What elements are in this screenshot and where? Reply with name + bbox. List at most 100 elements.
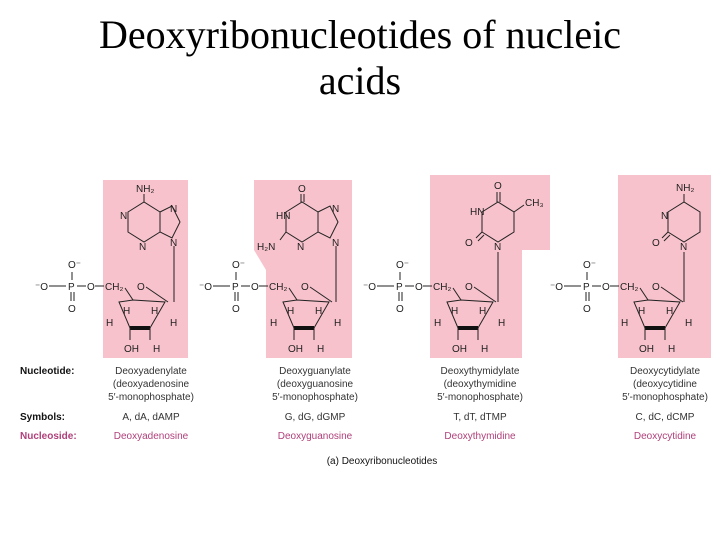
atom-ch2: CH₂ [269, 282, 287, 293]
nucleotide-full-name-1: (deoxyguanosine [277, 379, 354, 390]
atom-h-c1: H [270, 318, 277, 329]
figure-caption: (a) Deoxyribonucleotides [327, 456, 438, 467]
title-line-2: acids [318, 58, 402, 103]
base-highlights [103, 175, 711, 358]
sugar-ring: CH₂ O H H H H OH H [105, 282, 177, 355]
atom-h-c4: H [334, 318, 341, 329]
atom-n3: N [139, 242, 146, 253]
structure-damp: O⁻ ⁻O P O O CH₂ O H H H H OH H [35, 184, 181, 355]
nucleotide-name: Deoxycytidylate [630, 366, 700, 377]
atom-o-minus-top: O⁻ [583, 260, 596, 271]
phosphate-group: O⁻ ⁻O P O O [199, 260, 268, 315]
nucleotide-name: Deoxyguanylate [279, 366, 351, 377]
phosphate-group: O⁻ ⁻O P O O [363, 260, 432, 315]
atom-o-c2: O [465, 238, 473, 249]
nucleotide-full-name-1: (deoxycytidine [633, 379, 697, 390]
atom-oh-3prime: OH [639, 344, 654, 355]
atom-o-bridge: O [251, 282, 259, 293]
atom-o-bridge: O [415, 282, 423, 293]
atom-nh2: NH₂ [676, 183, 694, 194]
atom-h-c1: H [434, 318, 441, 329]
base-thymine: O CH₃ HN O N [465, 181, 544, 302]
atom-hn1: HN [276, 211, 290, 222]
atom-h-c4: H [498, 318, 505, 329]
atom-h-c2: H [287, 306, 294, 317]
nucleotide-full-name-2: 5′-monophosphate) [108, 392, 194, 403]
atom-h-c3: H [479, 306, 486, 317]
atom-o-minus-top: O⁻ [68, 260, 81, 271]
atom-nh2: NH₂ [136, 184, 154, 195]
atom-n7: N [332, 204, 339, 215]
atom-h2n: H₂N [257, 242, 275, 253]
atom-o-ring: O [652, 282, 660, 293]
atom-n1: N [494, 242, 501, 253]
nucleotide-symbols: G, dG, dGMP [285, 412, 346, 423]
atom-ch2: CH₂ [105, 282, 123, 293]
column-dtmp: Deoxythymidylate (deoxythymidine 5′-mono… [437, 366, 523, 442]
structure-dgmp: O⁻ ⁻O P O O CH₂ O H H H H OH H [199, 184, 341, 355]
atom-n9: N [332, 238, 339, 249]
atom-o-double: O [232, 304, 240, 315]
atom-h-c4: H [170, 318, 177, 329]
atom-o-minus-top: O⁻ [396, 260, 409, 271]
sugar-ring: CH₂ O H H H H OH H [269, 282, 341, 355]
row-label-symbols: Symbols: [20, 412, 65, 423]
atom-n1: N [680, 242, 687, 253]
atom-o-double: O [396, 304, 404, 315]
highlight-thymine [430, 175, 550, 358]
atom-ch3: CH₃ [525, 198, 544, 209]
structure-dtmp: O⁻ ⁻O P O O CH₂ O H H H H OH H [363, 181, 544, 355]
atom-ch2: CH₂ [620, 282, 638, 293]
atom-o-c2: O [652, 238, 660, 249]
nucleoside-name: Deoxythymidine [444, 431, 516, 442]
atom-h-c2: H [638, 306, 645, 317]
nucleotide-full-name-2: 5′-monophosphate) [622, 392, 708, 403]
structure-dcmp: O⁻ ⁻O P O O CH₂ O H H H H OH H [550, 183, 701, 355]
atom-o-double: O [68, 304, 76, 315]
atom-n1: N [120, 211, 127, 222]
atom-o-minus-top: O⁻ [232, 260, 245, 271]
nucleotide-name: Deoxyadenylate [115, 366, 187, 377]
nucleotide-symbols: T, dT, dTMP [453, 412, 507, 423]
atom-o-bridge: O [602, 282, 610, 293]
atom-minus-o: ⁻O [550, 282, 563, 293]
atom-h-c3: H [315, 306, 322, 317]
name-table: Nucleotide: Symbols: Nucleoside: Deoxyad… [20, 366, 708, 467]
nucleoside-name: Deoxyguanosine [278, 431, 353, 442]
atom-h-c1: H [621, 318, 628, 329]
atom-p: P [583, 282, 590, 293]
nucleotide-full-name-2: 5′-monophosphate) [437, 392, 523, 403]
phosphate-group: O⁻ ⁻O P O O [550, 260, 619, 315]
atom-o-c4: O [494, 181, 502, 192]
sugar-ring: CH₂ O H H H H OH H [620, 282, 692, 355]
atom-h-2prime: H [317, 344, 324, 355]
atom-n7: N [170, 204, 177, 215]
atom-oh-3prime: OH [124, 344, 139, 355]
row-label-nucleotide: Nucleotide: [20, 366, 74, 377]
atom-n3: N [661, 211, 668, 222]
nucleoside-name: Deoxyadenosine [114, 431, 189, 442]
atom-h-2prime: H [481, 344, 488, 355]
atom-p: P [68, 282, 75, 293]
atom-h-c3: H [151, 306, 158, 317]
column-damp: Deoxyadenylate (deoxyadenosine 5′-monoph… [108, 366, 194, 442]
atom-o-double: O [583, 304, 591, 315]
atom-o-ring: O [301, 282, 309, 293]
atom-h-2prime: H [668, 344, 675, 355]
atom-h-2prime: H [153, 344, 160, 355]
atom-ch2: CH₂ [433, 282, 451, 293]
column-dcmp: Deoxycytidylate (deoxycytidine 5′-monoph… [622, 366, 708, 442]
atom-oh-3prime: OH [288, 344, 303, 355]
nucleotide-name: Deoxythymidylate [441, 366, 520, 377]
row-label-nucleoside: Nucleoside: [20, 431, 77, 442]
nucleotide-full-name-2: 5′-monophosphate) [272, 392, 358, 403]
highlight-guanine [254, 180, 352, 358]
atom-o-c6: O [298, 184, 306, 195]
phosphate-group: O⁻ ⁻O P O O [35, 260, 104, 315]
atom-h-c4: H [685, 318, 692, 329]
atom-minus-o: ⁻O [199, 282, 212, 293]
atom-o-ring: O [465, 282, 473, 293]
title-line-1: Deoxyribonucleotides of nucleic [98, 12, 622, 57]
nucleoside-name: Deoxycytidine [634, 431, 697, 442]
